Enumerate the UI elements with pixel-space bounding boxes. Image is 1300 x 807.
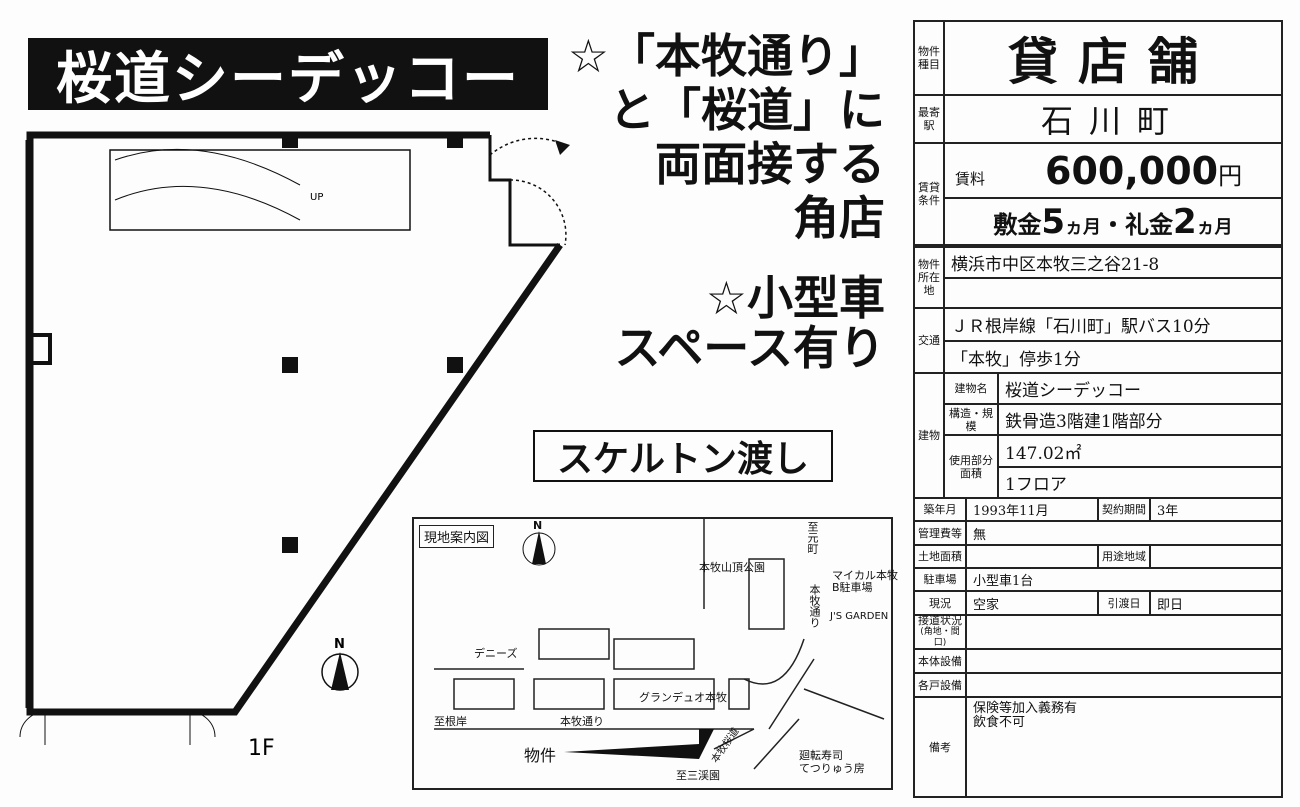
headline-6: スペース有り bbox=[614, 321, 885, 375]
mgmt-fee: 無 bbox=[965, 520, 1283, 546]
status: 空家 bbox=[965, 590, 1099, 616]
rent-label: 賃料 bbox=[955, 169, 986, 188]
location-map: 現地案内図 N 本牧山頂公園 至元町 マイカル本牧 B駐車場 本牧通り J'S … bbox=[412, 517, 898, 790]
road-label: 接道状況(角地・間口) bbox=[913, 614, 967, 650]
deposit-key-money: 敷金5ヵ月・礼金2ヵ月 bbox=[943, 197, 1283, 246]
transport-2: 「本牧」停歩1分 bbox=[943, 340, 1283, 374]
transport-1: ＪＲ根岸線「石川町」駅バス10分 bbox=[943, 307, 1283, 342]
equip-label: 本体設備 bbox=[913, 648, 967, 674]
map-label: 本牧通り bbox=[808, 584, 821, 628]
map-label: 本牧山頂公園 bbox=[699, 561, 765, 574]
floor-plan: UP N 1F bbox=[19, 131, 570, 760]
map-label: 本牧通り bbox=[560, 715, 604, 728]
property-type: 貸店舗 bbox=[943, 20, 1283, 96]
nearest-station: 石川町 bbox=[943, 94, 1283, 144]
headline-3: 両面接する bbox=[655, 137, 885, 191]
map-label: 至三渓園 bbox=[676, 769, 720, 782]
map-label: てつりゅう房 bbox=[799, 762, 865, 775]
parking: 小型車1台 bbox=[965, 567, 1283, 592]
north-label: N bbox=[334, 637, 345, 652]
notes: 保険等加入義務有飲食不可 bbox=[965, 696, 1283, 798]
map-label: J'S GARDEN bbox=[830, 611, 889, 622]
parking-label: 駐車場 bbox=[913, 567, 967, 592]
struct-label: 構造・規模 bbox=[943, 403, 999, 436]
yen-unit: 円 bbox=[1218, 161, 1243, 190]
headline-5: ☆小型車 bbox=[705, 271, 885, 325]
building-name: 桜道シーデッコー bbox=[997, 372, 1283, 405]
map-label: B駐車場 bbox=[832, 581, 873, 594]
headline-4: 角店 bbox=[793, 191, 885, 245]
building-label: 建物 bbox=[913, 372, 945, 499]
built-label: 築年月 bbox=[913, 497, 967, 522]
type-label: 物件種目 bbox=[913, 20, 945, 96]
map-label: マイカル本牧 bbox=[832, 569, 898, 582]
summary-table: 物件種目 貸店舗 最寄駅 石川町 賃貸条件 賃料 600,000円 敷金5ヵ月・礼… bbox=[913, 20, 1283, 246]
transport-label: 交通 bbox=[913, 307, 945, 374]
station-label: 最寄駅 bbox=[913, 94, 945, 144]
handover-label: 引渡日 bbox=[1097, 590, 1151, 616]
zone-label: 用途地域 bbox=[1097, 544, 1151, 569]
land-label: 土地面積 bbox=[913, 544, 967, 569]
floor-area: 147.02㎡ bbox=[997, 434, 1283, 468]
map-label: グランデュオ本牧 bbox=[639, 691, 727, 704]
up-label: UP bbox=[310, 192, 323, 203]
area-label: 使用部分面積 bbox=[943, 434, 999, 499]
built-date: 1993年11月 bbox=[965, 497, 1099, 522]
building-title: 桜道シーデッコー bbox=[28, 38, 548, 112]
headline-2: と「桜道」に bbox=[609, 83, 885, 137]
floors: 1フロア bbox=[997, 466, 1283, 499]
address: 横浜市中区本牧三之谷21-8 bbox=[943, 246, 1283, 279]
property-marker-label: 物件 bbox=[524, 746, 557, 765]
headline-1: ☆「本牧通り」 bbox=[567, 29, 885, 83]
map-label: 至根岸 bbox=[434, 715, 467, 728]
map-label: 廻転寿司 bbox=[799, 749, 843, 762]
term-label: 契約期間 bbox=[1097, 497, 1151, 522]
skeleton-badge: スケルトン渡し bbox=[533, 430, 833, 482]
bname-label: 建物名 bbox=[943, 372, 999, 405]
map-label: デニーズ bbox=[474, 647, 518, 660]
terms-label: 賃貸条件 bbox=[913, 142, 945, 246]
unit-equip-label: 各戸設備 bbox=[913, 672, 967, 698]
map-title: 現地案内図 bbox=[419, 525, 495, 548]
map-roads bbox=[434, 519, 885, 770]
status-label: 現況 bbox=[913, 590, 967, 616]
contract-term: 3年 bbox=[1149, 497, 1283, 522]
handover: 即日 bbox=[1149, 590, 1283, 616]
notes-label: 備考 bbox=[913, 696, 967, 798]
map-label: 至元町 bbox=[806, 521, 819, 554]
rent-value: 600,000 bbox=[1045, 148, 1219, 193]
structure: 鉄骨造3階建1階部分 bbox=[997, 403, 1283, 436]
mgmt-label: 管理費等 bbox=[913, 520, 967, 546]
floor-label: 1F bbox=[248, 736, 275, 760]
address-label: 物件所在地 bbox=[913, 246, 945, 309]
map-north: N bbox=[533, 519, 543, 532]
